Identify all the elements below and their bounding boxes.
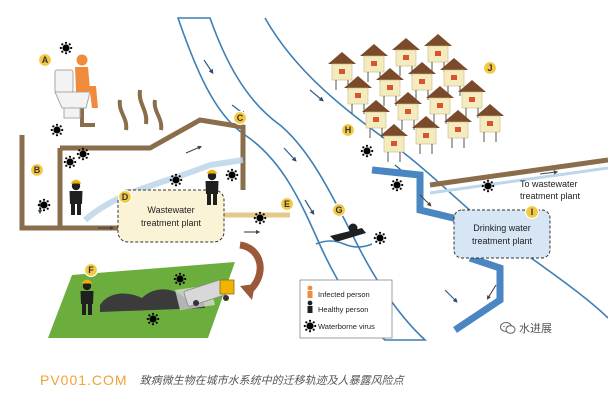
to-wastewater-label-line2: treatment plant: [520, 191, 581, 201]
svg-text:E: E: [284, 199, 290, 209]
virus-icon: [373, 231, 387, 245]
svg-text:J: J: [487, 63, 492, 73]
virus-icon: [253, 211, 267, 225]
wastewater-treatment-plant: Wastewater treatment plant: [117, 189, 225, 243]
marker-g: G: [331, 202, 347, 218]
svg-text:F: F: [88, 265, 94, 275]
legend-infected-label: Infected person: [318, 290, 370, 299]
town-houses: [327, 33, 505, 163]
svg-text:D: D: [122, 192, 129, 202]
to-wastewater-label-line1: To wastewater: [520, 179, 578, 189]
virus-icon: [146, 312, 160, 326]
svg-text:A: A: [42, 55, 49, 65]
svg-text:H: H: [345, 125, 352, 135]
svg-text:B: B: [34, 165, 41, 175]
infected-person-toilet: [75, 54, 98, 108]
legend: Infected person Healthy person Waterborn…: [299, 279, 393, 339]
wastewater-plant-label-line2: treatment plant: [141, 218, 202, 228]
marker-b: B: [29, 162, 45, 178]
virus-icon: [76, 147, 90, 161]
legend-infected: Infected person: [307, 285, 370, 299]
svg-text:I: I: [531, 207, 534, 217]
marker-d: D: [117, 189, 133, 205]
watermark-text: 水进展: [519, 323, 552, 335]
drinking-plant-label-line2: treatment plant: [472, 236, 533, 246]
agricultural-field: [48, 262, 235, 338]
legend-virus: Waterborne virus: [303, 319, 375, 333]
legend-virus-label: Waterborne virus: [318, 322, 375, 331]
marker-i: I: [524, 204, 540, 220]
svg-text:G: G: [335, 205, 342, 215]
virus-icon: [169, 173, 183, 187]
virus-icon: [63, 155, 77, 169]
marker-e: E: [279, 196, 295, 212]
marker-a: A: [37, 52, 53, 68]
wastewater-plant-label-line1: Wastewater: [147, 205, 194, 215]
wechat-icon: [500, 322, 516, 334]
virus-icon: [225, 168, 239, 182]
toilet-scene: [54, 69, 91, 119]
drinking-plant-label-line1: Drinking water: [473, 223, 531, 233]
marker-j: J: [482, 60, 498, 76]
virus-icon: [173, 272, 187, 286]
infected-swimmer: [315, 223, 373, 248]
marker-c: C: [232, 110, 248, 126]
legend-virus-icon: [303, 319, 317, 333]
caption: PV001.COM 致病微生物在城市水系统中的迁移轨迹及人暴露风险点: [40, 370, 580, 390]
marker-h: H: [340, 122, 356, 138]
watermark: 水进展: [500, 320, 552, 336]
svg-text:C: C: [237, 113, 244, 123]
caption-site: PV001.COM: [40, 372, 128, 388]
town-pipe-network: [371, 157, 608, 333]
legend-healthy: Healthy person: [307, 300, 368, 314]
virus-icon: [59, 41, 73, 55]
virus-icon: [481, 179, 495, 193]
virus-icon: [37, 198, 51, 212]
healthy-worker-sewer: [69, 179, 83, 215]
virus-icon: [360, 144, 374, 158]
sludge-transfer-arrowhead: [240, 284, 255, 300]
virus-icon: [390, 178, 404, 192]
caption-text: 致病微生物在城市水系统中的迁移轨迹及人暴露风险点: [139, 375, 404, 387]
virus-icon: [50, 123, 64, 137]
drinking-water-treatment-plant: Drinking water treatment plant: [453, 209, 551, 259]
legend-healthy-label: Healthy person: [318, 305, 368, 314]
marker-f: F: [83, 262, 99, 278]
